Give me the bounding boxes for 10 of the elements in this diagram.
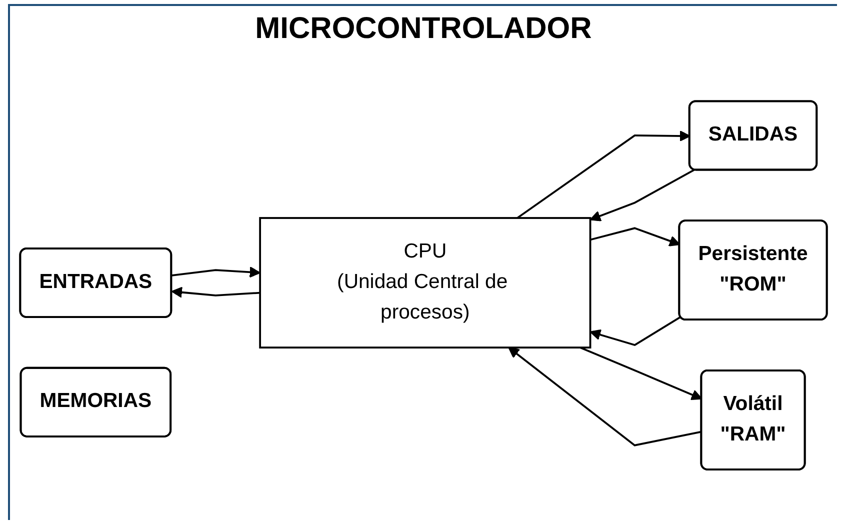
- arrow: [516, 130, 690, 218]
- arrow: [590, 168, 695, 222]
- arrow: [590, 226, 680, 246]
- arrow: [171, 286, 260, 298]
- diagram-title: MICROCONTROLADOR: [255, 12, 592, 46]
- arrow: [580, 346, 702, 400]
- arrow: [590, 316, 682, 346]
- arrow: [172, 266, 261, 278]
- arrow: [508, 346, 702, 446]
- node-box: CPU (Unidad Central de procesos): [259, 216, 592, 348]
